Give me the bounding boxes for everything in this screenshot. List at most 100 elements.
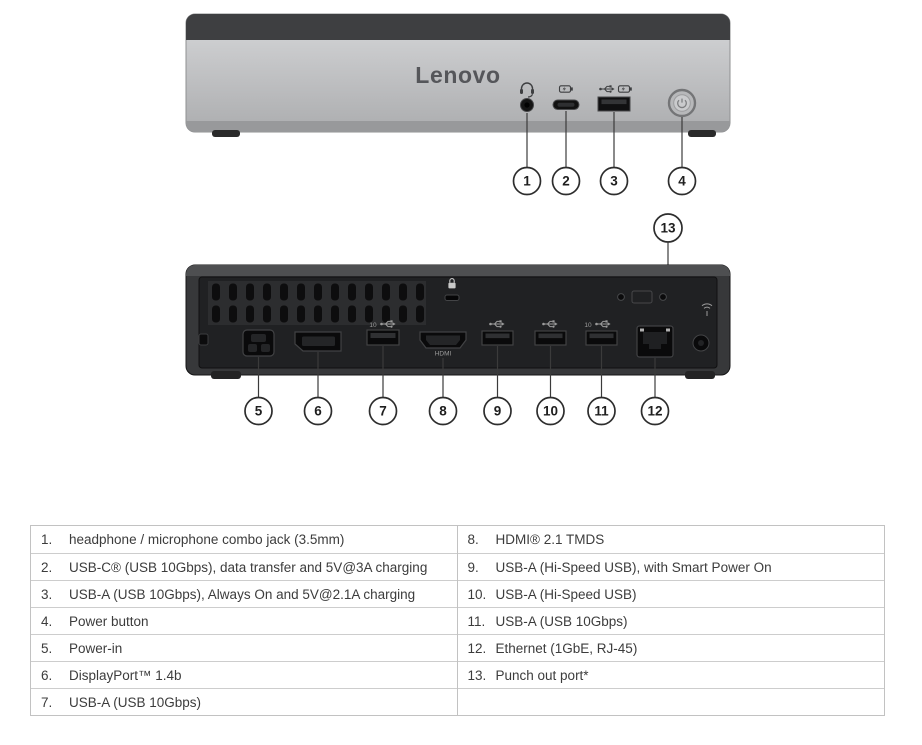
svg-text:4: 4 [678, 174, 686, 189]
legend-num: 1. [41, 532, 53, 547]
legend-desc: USB-A (USB 10Gbps), Always On and 5V@2.1… [69, 586, 416, 602]
vent-grille [208, 281, 426, 325]
legend-num: 5. [41, 640, 53, 656]
power-in-port [242, 329, 275, 357]
legend-num: 3. [41, 586, 53, 602]
legend-row-6: 6. DisplayPort™ 1.4b [31, 661, 457, 688]
ethernet-port [636, 325, 674, 358]
legend-num: 10. [467, 586, 487, 602]
lenovo-logo: Lenovo [415, 62, 500, 88]
callout-2: 2 [551, 166, 581, 196]
callout-10: 10 [536, 396, 565, 426]
svg-text:12: 12 [647, 404, 662, 419]
svg-text:3: 3 [610, 174, 618, 189]
front-foot-left [212, 130, 240, 137]
port-legend-table: 1. headphone / microphone combo jack (3.… [30, 525, 885, 716]
rear-view: 10 HDMI [185, 264, 731, 426]
legend-num: 7. [41, 694, 53, 710]
displayport-port [294, 331, 342, 352]
svg-text:11: 11 [594, 404, 609, 419]
legend-row-2: 2. USB-C® (USB 10Gbps), data transfer an… [31, 553, 457, 580]
legend-column-right: 8. HDMI® 2.1 TMDS 9. USB-A (Hi-Speed USB… [457, 526, 885, 715]
callout-4: 4 [667, 166, 697, 196]
usb-a-port-front [597, 96, 631, 112]
callout-7: 7 [368, 396, 398, 426]
rear-foot-right [685, 371, 715, 379]
svg-text:7: 7 [379, 404, 387, 419]
usb-a-port-10 [534, 330, 567, 346]
legend-row-empty [457, 688, 884, 715]
legend-desc: USB-A (USB 10Gbps) [495, 613, 628, 629]
svg-text:1: 1 [523, 174, 531, 189]
legend-desc: Ethernet (1GbE, RJ-45) [495, 640, 638, 656]
legend-num: 6. [41, 667, 53, 683]
legend-row-9: 9. USB-A (Hi-Speed USB), with Smart Powe… [457, 553, 884, 580]
usb-a-port-11 [585, 330, 618, 346]
legend-desc: HDMI® 2.1 TMDS [495, 532, 605, 547]
callout-9: 9 [483, 396, 512, 426]
legend-num: 13. [467, 667, 487, 683]
callout-5: 5 [244, 396, 273, 426]
legend-desc: Power-in [69, 640, 123, 656]
legend-desc: Punch out port* [495, 667, 589, 683]
legend-num: 11. [467, 613, 486, 629]
antenna-punchout-center [698, 340, 704, 346]
callout-12: 12 [640, 396, 670, 426]
legend-row-8: 8. HDMI® 2.1 TMDS [458, 526, 885, 553]
hdmi-port [419, 331, 467, 349]
security-lock-icon [448, 278, 456, 289]
legend-desc: USB-A (Hi-Speed USB), with Smart Power O… [495, 559, 772, 575]
svg-text:10: 10 [543, 404, 558, 419]
legend-desc: USB-A (USB 10Gbps) [69, 694, 202, 710]
usb-speed-label: 10 [584, 322, 592, 329]
legend-column-left: 1. headphone / microphone combo jack (3.… [31, 526, 458, 715]
legend-row-7: 7. USB-A (USB 10Gbps) [31, 688, 457, 715]
legend-row-11: 11. USB-A (USB 10Gbps) [457, 607, 884, 634]
legend-num: 2. [41, 559, 53, 575]
usb-speed-label: 10 [369, 322, 377, 329]
legend-desc: USB-A (Hi-Speed USB) [495, 586, 637, 602]
headset-icon [520, 82, 534, 98]
callout-11: 11 [587, 396, 616, 426]
legend-num: 4. [41, 613, 53, 629]
rear-top-rim [186, 265, 730, 276]
usb-c-port [552, 99, 580, 110]
legend-row-4: 4. Power button [31, 607, 457, 634]
legend-row-10: 10. USB-A (Hi-Speed USB) [457, 580, 884, 607]
callout-8: 8 [428, 396, 458, 426]
callout-1: 1 [512, 166, 542, 196]
antenna-icon [701, 303, 713, 316]
svg-text:13: 13 [660, 221, 676, 236]
legend-num: 8. [467, 532, 479, 547]
power-button [667, 88, 697, 118]
legend-row-12: 12. Ethernet (1GbE, RJ-45) [457, 634, 884, 661]
legend-row-5: 5. Power-in [31, 634, 457, 661]
hdmi-label: HDMI [435, 351, 452, 358]
front-view: Lenovo [185, 13, 731, 196]
legend-desc: USB-C® (USB 10Gbps), data transfer and 5… [69, 559, 428, 575]
svg-text:6: 6 [314, 404, 322, 419]
svg-text:2: 2 [562, 174, 570, 189]
callout-3: 3 [599, 166, 629, 196]
legend-desc: DisplayPort™ 1.4b [69, 667, 182, 683]
front-foot-right [688, 130, 716, 137]
front-top-band [186, 14, 730, 40]
front-bottom-edge [186, 121, 730, 132]
callout-6: 6 [303, 396, 333, 426]
svg-text:8: 8 [439, 404, 447, 419]
usb-a-port-7 [366, 329, 400, 346]
legend-num: 9. [467, 559, 479, 575]
kensington-slot [444, 294, 460, 301]
cable-lock-slot [198, 333, 209, 346]
legend-row-13: 13. Punch out port* [457, 661, 884, 688]
punch-out-port [617, 290, 667, 304]
callout-13: 13 [653, 213, 683, 288]
rear-foot-left [211, 371, 241, 379]
legend-row-1: 1. headphone / microphone combo jack (3.… [31, 526, 457, 553]
svg-text:9: 9 [494, 404, 502, 419]
device-diagram: Lenovo [185, 13, 731, 426]
legend-desc: headphone / microphone combo jack (3.5mm… [69, 532, 345, 547]
headphone-jack [520, 98, 534, 112]
usb-a-port-9 [481, 330, 514, 346]
